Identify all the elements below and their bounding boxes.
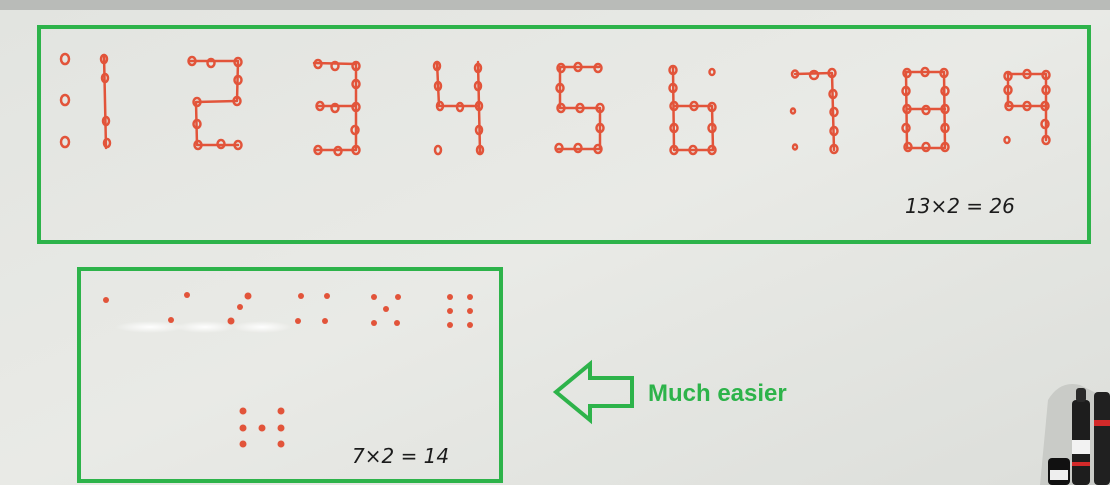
digit-1-drawing	[99, 53, 112, 150]
digit-9-drawing	[1003, 68, 1051, 146]
marker-pen-dark	[1094, 392, 1110, 485]
bottom-highlight-box	[77, 267, 503, 483]
marker-pens	[1040, 384, 1110, 485]
digit-6-drawing	[668, 64, 717, 156]
colon-dots	[59, 52, 71, 149]
digit-5-drawing	[554, 61, 605, 155]
bottom-equation: 7×2 = 14	[352, 444, 449, 468]
top-highlight-box	[37, 25, 1091, 244]
digit-3-drawing	[312, 58, 361, 157]
board-top-frame	[0, 0, 1110, 10]
digit-7-drawing	[789, 67, 839, 155]
top-equation: 13×2 = 26	[905, 194, 1015, 218]
digit-8-drawing	[901, 66, 950, 153]
light-glare	[115, 321, 292, 333]
digit-4-drawing	[432, 60, 485, 156]
digit-2-drawing	[187, 55, 243, 151]
dice-dot-patterns	[103, 292, 473, 448]
left-arrow-icon	[552, 359, 634, 425]
arrow-label: Much easier	[648, 380, 787, 407]
